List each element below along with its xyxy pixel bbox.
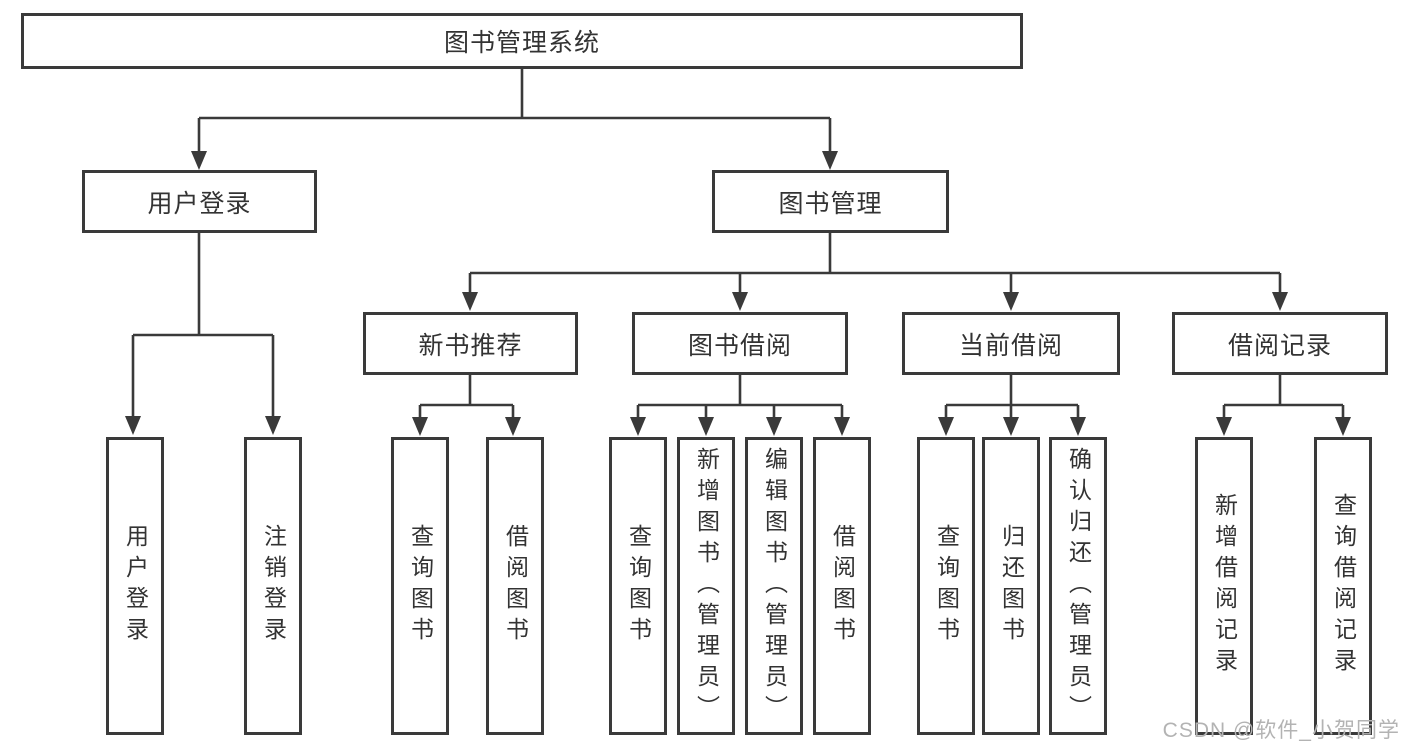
arrowhead-user-login: [191, 151, 207, 170]
node-label: 借阅图书: [502, 524, 529, 648]
node-label: 用户登录: [122, 524, 149, 648]
node-label: 查询图书: [625, 524, 652, 648]
leaf-add-borrow-record: 新增借阅记录: [1195, 437, 1253, 735]
arrowhead-new-book: [462, 292, 478, 311]
arrowhead-recommend-borrow: [505, 417, 521, 436]
node-borrowing-records: 借阅记录: [1172, 312, 1388, 375]
node-label: 查询图书: [933, 524, 960, 648]
arrowhead-borrowing-borrow: [834, 417, 850, 436]
node-label: 编辑图书（管理员）: [761, 446, 788, 726]
node-label: 确认归还（管理员）: [1065, 446, 1092, 726]
leaf-user-login: 用户登录: [106, 437, 164, 735]
node-label: 新增图书（管理员）: [693, 446, 720, 726]
leaf-recommend-query-books: 查询图书: [391, 437, 449, 735]
arrowhead-leaf-login: [125, 416, 141, 435]
leaf-current-query-books: 查询图书: [917, 437, 975, 735]
arrowhead-records-add: [1216, 417, 1232, 436]
node-current-borrowing: 当前借阅: [902, 312, 1120, 375]
connector-root-branch: [197, 69, 832, 152]
arrowhead-borrowing-records: [1272, 292, 1288, 311]
connector-borrowing-records-branch: [1222, 375, 1345, 418]
node-label: 图书管理系统: [443, 29, 600, 57]
node-label: 图书管理: [778, 189, 883, 218]
leaf-recommend-borrow-books: 借阅图书: [486, 437, 544, 735]
node-label: 新增借阅记录: [1211, 493, 1238, 679]
connector-user-login-branch: [131, 233, 275, 417]
node-book-management: 图书管理: [712, 170, 949, 233]
node-label: 借阅记录: [1227, 331, 1332, 360]
connector-current-borrowing-branch: [944, 375, 1080, 418]
arrowhead-book-borrowing: [732, 292, 748, 311]
arrowhead-current-confirm: [1070, 417, 1086, 436]
leaf-return-books: 归还图书: [982, 437, 1040, 735]
arrowhead-borrowing-add: [698, 417, 714, 436]
node-label: 借阅图书: [829, 524, 856, 648]
leaf-borrowing-borrow-books: 借阅图书: [813, 437, 871, 735]
node-label: 注销登录: [260, 524, 287, 648]
leaf-add-book-admin: 新增图书（管理员）: [677, 437, 735, 735]
connector-book-management-branch: [468, 233, 1282, 293]
leaf-logout: 注销登录: [244, 437, 302, 735]
node-new-book-recommendation: 新书推荐: [363, 312, 578, 375]
node-label: 查询图书: [407, 524, 434, 648]
node-label: 新书推荐: [418, 331, 523, 360]
connector-new-book-branch: [418, 375, 515, 418]
node-label: 图书借阅: [687, 331, 792, 360]
node-label: 归还图书: [998, 524, 1025, 648]
arrowhead-current-query: [938, 417, 954, 436]
arrowhead-book-management: [822, 151, 838, 170]
leaf-query-borrow-record: 查询借阅记录: [1314, 437, 1372, 735]
leaf-edit-book-admin: 编辑图书（管理员）: [745, 437, 803, 735]
connector-book-borrowing-branch: [636, 375, 844, 418]
node-book-borrowing: 图书借阅: [632, 312, 848, 375]
node-label: 查询借阅记录: [1330, 493, 1357, 679]
node-label: 用户登录: [147, 189, 252, 218]
arrowhead-borrowing-edit: [766, 417, 782, 436]
arrowhead-leaf-logout: [265, 416, 281, 435]
node-library-system: 图书管理系统: [21, 13, 1023, 69]
arrowhead-borrowing-query: [630, 417, 646, 436]
node-label: 当前借阅: [958, 331, 1063, 360]
arrowhead-current-borrowing: [1003, 292, 1019, 311]
leaf-confirm-return-admin: 确认归还（管理员）: [1049, 437, 1107, 735]
node-user-login: 用户登录: [82, 170, 317, 233]
arrowhead-recommend-query: [412, 417, 428, 436]
watermark: CSDN @软件_小贺同学: [1162, 719, 1400, 742]
leaf-borrowing-query-books: 查询图书: [609, 437, 667, 735]
arrowhead-current-return: [1003, 417, 1019, 436]
arrowhead-records-query: [1335, 417, 1351, 436]
